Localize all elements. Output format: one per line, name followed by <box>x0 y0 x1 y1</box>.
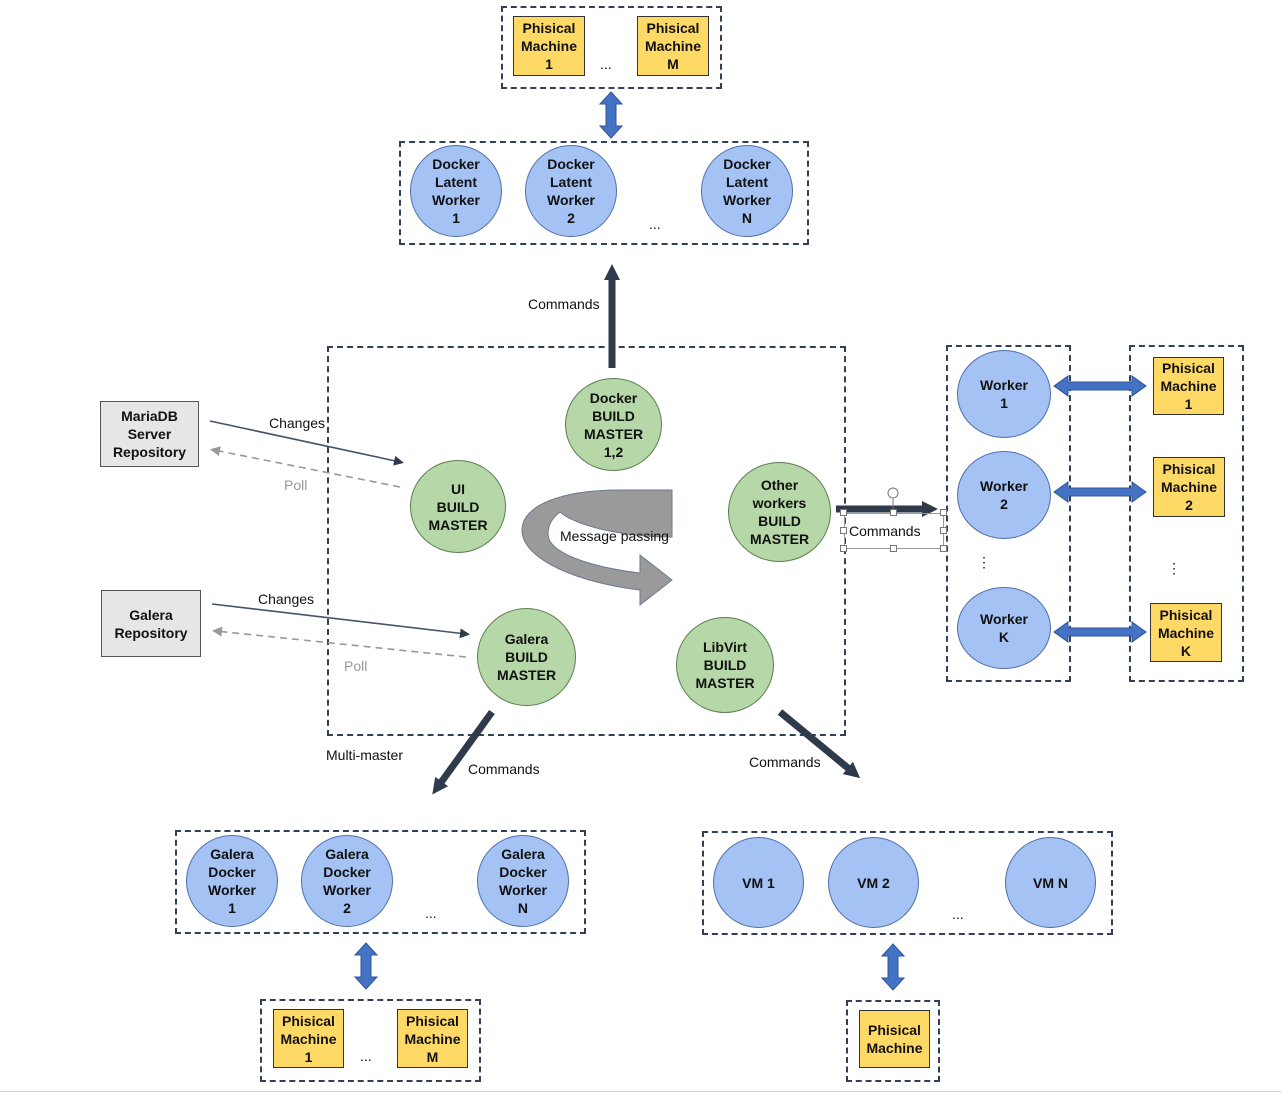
vms-group <box>702 831 1113 935</box>
commands-label-right[interactable]: Commands <box>849 523 921 539</box>
message-passing-label: Message passing <box>560 528 669 544</box>
vm-physical-machine-group <box>846 1000 940 1082</box>
selection-handle-bl[interactable] <box>840 545 847 552</box>
top-physical-ellipsis: ... <box>600 56 612 72</box>
galera-physical-machines-group <box>260 999 481 1082</box>
multi-master-label: Multi-master <box>326 747 404 763</box>
commands-label-galera: Commands <box>468 761 540 777</box>
vm-n: VM N <box>1005 837 1096 928</box>
selection-handle-mr[interactable] <box>940 527 947 534</box>
page-bottom-divider <box>0 1091 1281 1092</box>
message-passing-arrow <box>521 489 673 607</box>
changes-label-galera: Changes <box>258 591 315 607</box>
worker-k: Worker K <box>957 587 1051 669</box>
galera-docker-worker-2: Galera Docker Worker 2 <box>301 835 393 927</box>
galera-docker-worker-n: Galera Docker Worker N <box>477 835 569 927</box>
vms-ellipsis: ... <box>952 906 964 922</box>
poll-arrow-galera <box>212 626 467 658</box>
commands-label-libvirt: Commands <box>749 754 821 770</box>
right-workers-ellipsis: ⋮ <box>977 554 991 570</box>
poll-label-galera: Poll <box>344 658 368 674</box>
poll-arrow-mariadb <box>210 446 401 488</box>
poll-label-mariadb: Poll <box>284 477 308 493</box>
galera-build-master: Galera BUILD MASTER <box>477 608 576 706</box>
double-arrow-top <box>598 91 624 139</box>
galera-physical-machine-m: Phisical Machine M <box>397 1009 468 1068</box>
worker-2: Worker 2 <box>957 451 1051 539</box>
right-workers-group <box>946 345 1071 682</box>
double-arrow-vm <box>880 943 906 991</box>
galera-docker-workers-group <box>175 830 586 934</box>
mariadb-server-repository: MariaDB Server Repository <box>100 401 199 467</box>
galera-physical-machine-1: Phisical Machine 1 <box>273 1009 344 1068</box>
right-physical-machine-1: Phisical Machine 1 <box>1153 357 1224 415</box>
docker-latent-worker-n: Docker Latent Worker N <box>701 145 793 237</box>
commands-arrow-galera <box>432 709 495 795</box>
double-arrow-worker-k <box>1053 621 1147 643</box>
double-arrow-worker-2 <box>1053 481 1147 503</box>
build-masters-group <box>327 346 846 736</box>
top-physical-machine-m: Phisical Machine M <box>637 16 709 76</box>
worker-1: Worker 1 <box>957 350 1051 438</box>
right-physical-machines-group <box>1129 345 1244 682</box>
galera-docker-ellipsis: ... <box>425 905 437 921</box>
commands-arrow-libvirt <box>777 709 861 779</box>
right-physical-ellipsis: ⋮ <box>1167 560 1181 576</box>
vm-physical-machine: Phisical Machine <box>859 1010 930 1068</box>
changes-label-mariadb: Changes <box>269 415 326 431</box>
docker-latent-ellipsis: ... <box>649 216 661 232</box>
selection-handle-tr[interactable] <box>940 509 947 516</box>
selection-handle-ml[interactable] <box>840 527 847 534</box>
galera-physical-ellipsis: ... <box>360 1048 372 1064</box>
docker-latent-worker-1: Docker Latent Worker 1 <box>410 145 502 237</box>
commands-label-top: Commands <box>528 296 600 312</box>
galera-docker-worker-1: Galera Docker Worker 1 <box>186 835 278 927</box>
vm-1: VM 1 <box>713 837 804 928</box>
top-physical-machines-group <box>501 6 722 89</box>
ui-build-master: UI BUILD MASTER <box>410 460 506 553</box>
docker-latent-worker-2: Docker Latent Worker 2 <box>525 145 617 237</box>
selection-handle-bm[interactable] <box>890 545 897 552</box>
vm-2: VM 2 <box>828 837 919 928</box>
selection-handle-br[interactable] <box>940 545 947 552</box>
double-arrow-worker-1 <box>1053 375 1147 397</box>
changes-arrow-galera <box>211 603 470 639</box>
other-workers-build-master: Other workers BUILD MASTER <box>728 462 831 562</box>
selection-handle-tl[interactable] <box>840 509 847 516</box>
top-physical-machine-1: Phisical Machine 1 <box>513 16 585 76</box>
docker-latent-workers-group <box>399 141 809 245</box>
galera-repository: Galera Repository <box>101 590 201 657</box>
libvirt-build-master: LibVirt BUILD MASTER <box>676 617 774 713</box>
docker-build-master: Docker BUILD MASTER 1,2 <box>565 378 662 471</box>
right-physical-machine-k: Phisical Machine K <box>1150 603 1222 662</box>
right-physical-machine-2: Phisical Machine 2 <box>1153 457 1225 517</box>
changes-arrow-mariadb <box>209 420 404 466</box>
double-arrow-galera <box>353 942 379 990</box>
selection-handle-tm[interactable] <box>890 509 897 516</box>
